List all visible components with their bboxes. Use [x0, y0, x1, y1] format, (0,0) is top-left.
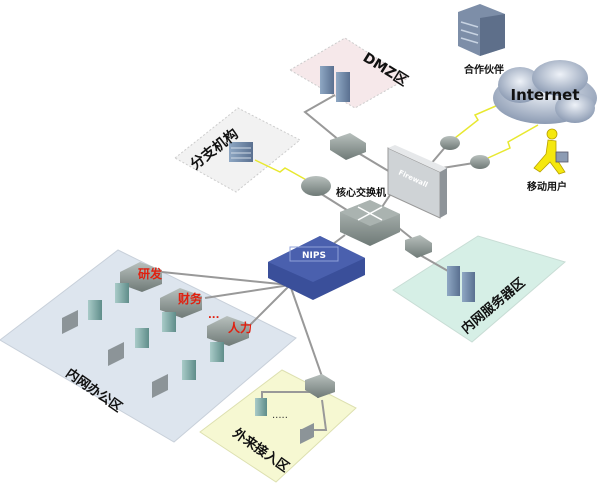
laptop-icon: [108, 342, 124, 366]
core-switch-icon: [340, 200, 400, 246]
internet-cloud-icon: [493, 60, 597, 124]
desktop-pc-icon: [162, 312, 176, 332]
nips-device-icon: [268, 236, 365, 300]
guest-ellipsis: .....: [272, 410, 288, 421]
laptop-icon: [300, 423, 314, 444]
internal-server-icon: [447, 266, 475, 302]
router-icon: [470, 155, 490, 169]
dept-switch-icon: [160, 288, 202, 318]
laptop-icon: [152, 374, 168, 398]
ellipsis-label: ...: [208, 310, 219, 321]
dept-switch-icon: [120, 262, 162, 292]
wan-links: [254, 101, 539, 183]
server-zone: [392, 235, 567, 343]
switch-icon: [305, 374, 335, 398]
office-pcs: [62, 283, 314, 444]
dept-finance-label: 财务: [177, 291, 203, 306]
mobile-user-icon: [533, 128, 569, 175]
desktop-pc-icon: [255, 398, 267, 416]
partner-building-icon: [458, 4, 505, 56]
dept-hr-label: 人力: [228, 320, 252, 335]
dept-switch-icon: [207, 316, 249, 346]
router-icon: [440, 136, 460, 150]
dept-rd-label: 研发: [138, 266, 163, 281]
desktop-pc-icon: [182, 360, 196, 380]
internet-label: Internet: [510, 86, 579, 104]
desktop-pc-icon: [135, 328, 149, 348]
core-switch-label: 核心交换机: [336, 186, 386, 199]
desktop-pc-icon: [210, 342, 224, 362]
desktop-pc-icon: [88, 300, 102, 320]
firewall-icon: [387, 145, 447, 219]
mobile-user-label: 移动用户: [527, 180, 567, 193]
partner-label: 合作伙伴: [463, 63, 504, 76]
nips-label: NIPS: [302, 251, 326, 261]
desktop-pc-icon: [115, 283, 129, 303]
branch-building-icon: [229, 142, 253, 162]
router-icon: [301, 176, 331, 196]
dmz-server-icon: [320, 66, 350, 102]
switch-icon: [405, 235, 432, 258]
switch-icon: [330, 133, 366, 160]
laptop-icon: [62, 310, 78, 334]
